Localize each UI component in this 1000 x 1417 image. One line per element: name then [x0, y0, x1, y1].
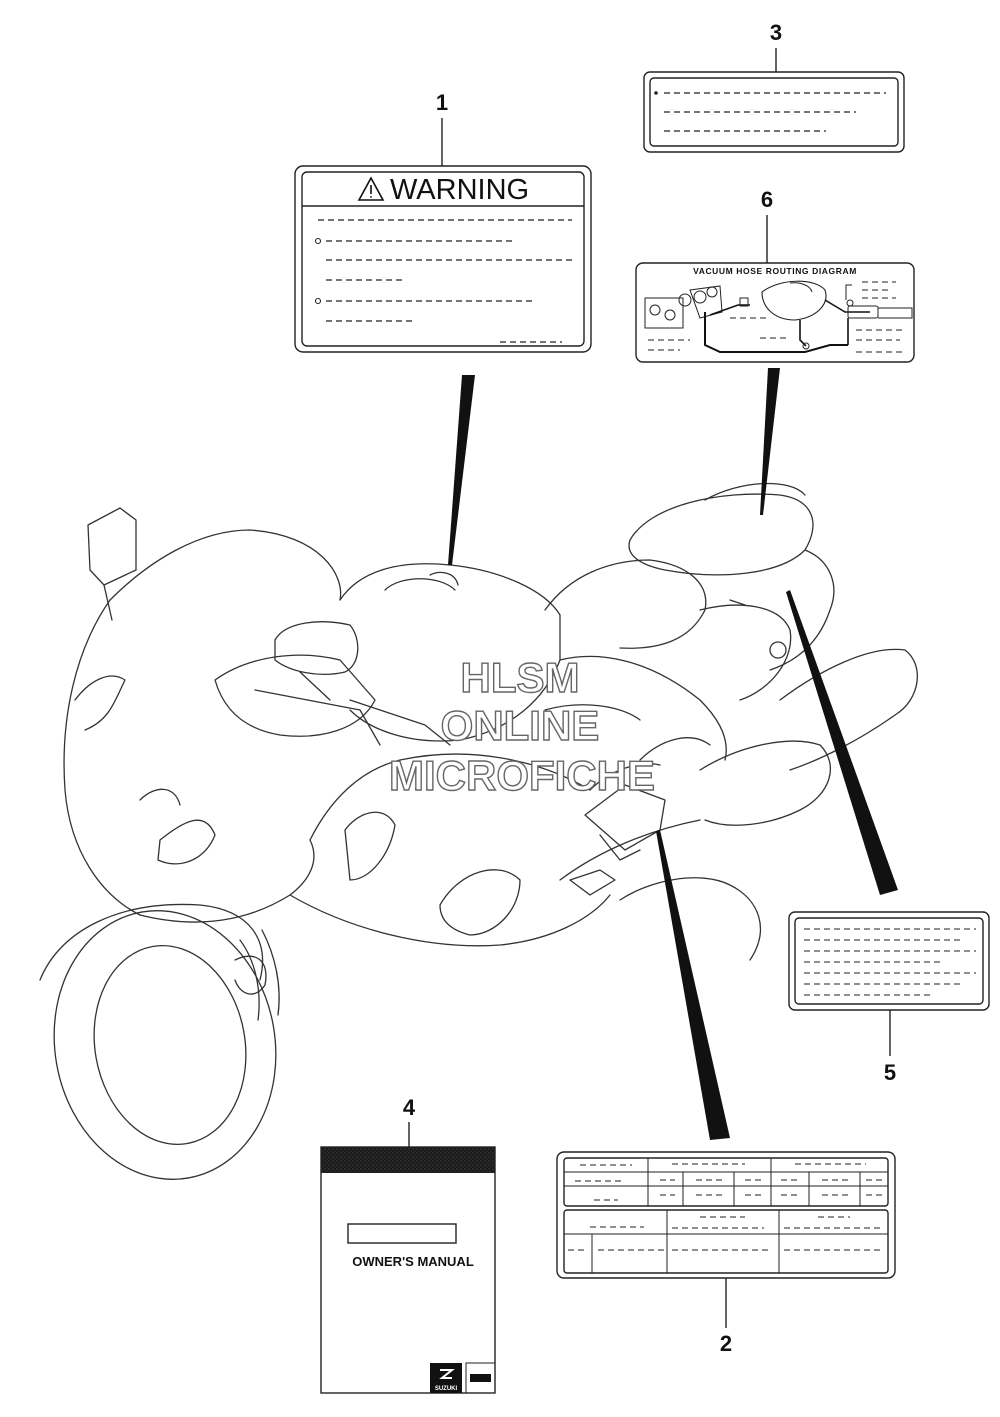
leader-5: [786, 590, 898, 895]
warning-triangle-icon: [357, 176, 385, 201]
vacuum-title: VACUUM HOSE ROUTING DIAGRAM: [693, 266, 857, 276]
leader-lines: [448, 368, 898, 1140]
watermark-line-1: HLSM: [461, 654, 580, 701]
part-3-label[interactable]: 3: [643, 20, 905, 153]
hose-routing-drawing: [644, 280, 913, 353]
warning-title: WARNING: [390, 174, 529, 206]
callout-1: 1: [436, 90, 448, 115]
leader-1: [448, 375, 475, 565]
part-5-label[interactable]: 5: [788, 911, 990, 1085]
leader-6: [760, 368, 780, 515]
callout-4: 4: [403, 1095, 416, 1120]
callout-2: 2: [720, 1331, 732, 1356]
part-6-vacuum-hose-label[interactable]: 6 VACUUM HOSE ROUTING DIAGRAM: [635, 187, 915, 363]
leader-2: [656, 830, 730, 1140]
callout-3: 3: [770, 20, 782, 45]
brand-name: SUZUKI: [435, 1386, 458, 1392]
part-2-table-label[interactable]: 2: [556, 1151, 896, 1356]
part-1-warning-label[interactable]: 1 WARNING: [294, 90, 592, 353]
watermark-line-2: ONLINE: [441, 702, 600, 749]
callout-5: 5: [884, 1060, 896, 1085]
watermark: HLSM ONLINE MICROFICHE: [388, 653, 655, 799]
part-4-owners-manual[interactable]: 4 OWNER'S MANUAL SUZUKI: [320, 1095, 496, 1394]
callout-6: 6: [761, 187, 773, 212]
watermark-line-3: MICROFICHE: [389, 752, 655, 799]
manual-title: OWNER'S MANUAL: [352, 1254, 474, 1269]
motorcycle-outline: [39, 482, 918, 1180]
suzuki-logo-icon: [430, 1362, 496, 1394]
